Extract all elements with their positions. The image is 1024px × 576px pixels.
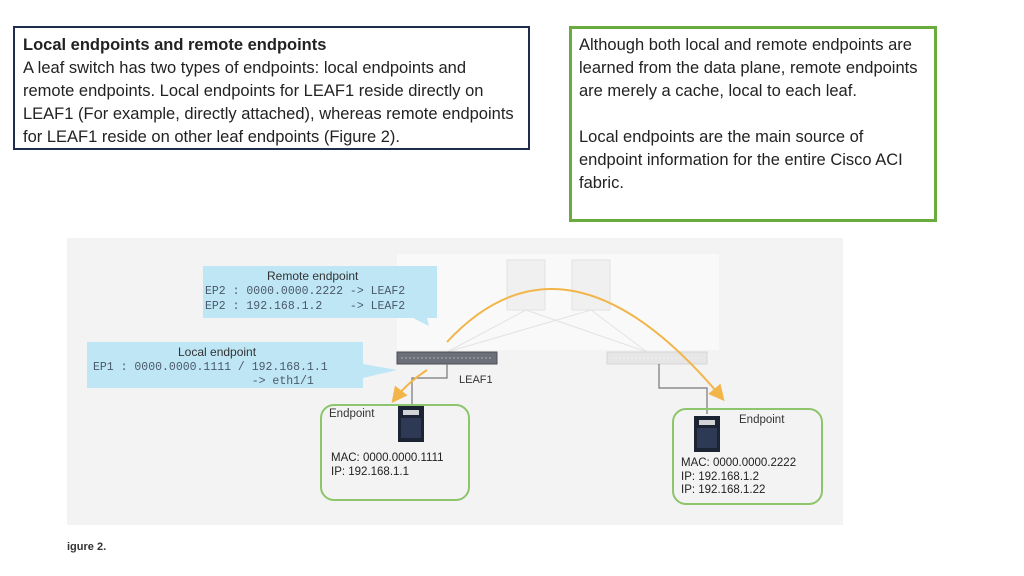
local-callout-line2: -> eth1/1 [93, 375, 314, 388]
leaf2-cable [658, 364, 708, 414]
diagram-canvas [87, 254, 725, 452]
local-endpoint-callout [87, 342, 397, 388]
remote-callout-line2: EP2 : 192.168.1.2 -> LEAF2 [205, 300, 406, 313]
local-callout-title: Local endpoint [178, 345, 257, 359]
box-title: Local endpoints and remote endpoints [23, 36, 327, 54]
local-learning-arrow [391, 369, 428, 404]
endpoint-right-label: Endpoint [739, 414, 785, 426]
remote-callout-title: Remote endpoint [267, 269, 359, 283]
local-callout-line1: EP1 : 0000.0000.1111 / 192.168.1.1 [93, 361, 328, 374]
note-paragraph-2: Local endpoints are the main source of e… [579, 128, 903, 192]
endpoint-left-label: Endpoint [329, 408, 375, 420]
spine2-switch [571, 259, 611, 311]
remote-endpoint-callout [203, 266, 437, 326]
endpoint-right-ip2: IP: 192.168.1.22 [681, 484, 766, 496]
remote-callout-line1: EP2 : 0000.0000.2222 -> LEAF2 [205, 285, 406, 298]
leaf1-label: LEAF1 [459, 374, 493, 386]
spine1-switch [506, 259, 546, 311]
endpoint-left-mac: MAC: 0000.0000.1111 [331, 452, 444, 464]
endpoint-right-ip1: IP: 192.168.1.2 [681, 471, 760, 483]
spine-area [397, 254, 719, 350]
endpoint-notes-box: Although both local and remote endpoints… [569, 26, 937, 222]
server-left-icon [398, 406, 424, 442]
local-remote-endpoints-box: Local endpoints and remote endpoints A l… [13, 26, 530, 150]
note-paragraph-1: Although both local and remote endpoints… [579, 36, 918, 100]
remote-learning-arrow [446, 288, 725, 402]
figure-2-diagram: Remote endpoint EP2 : 0000.0000.2222 -> … [67, 238, 843, 525]
endpoint-right-box [672, 408, 823, 505]
figure-caption: igure 2. [67, 541, 107, 553]
fabric-links [446, 309, 648, 353]
endpoint-left-ip: IP: 192.168.1.1 [331, 466, 410, 478]
server-right-icon [694, 416, 720, 452]
endpoint-left-box [320, 404, 470, 501]
endpoint-right-mac: MAC: 0000.0000.2222 [681, 457, 797, 469]
box-body: A leaf switch has two types of endpoints… [23, 59, 514, 146]
leaf1-cable [411, 364, 448, 404]
